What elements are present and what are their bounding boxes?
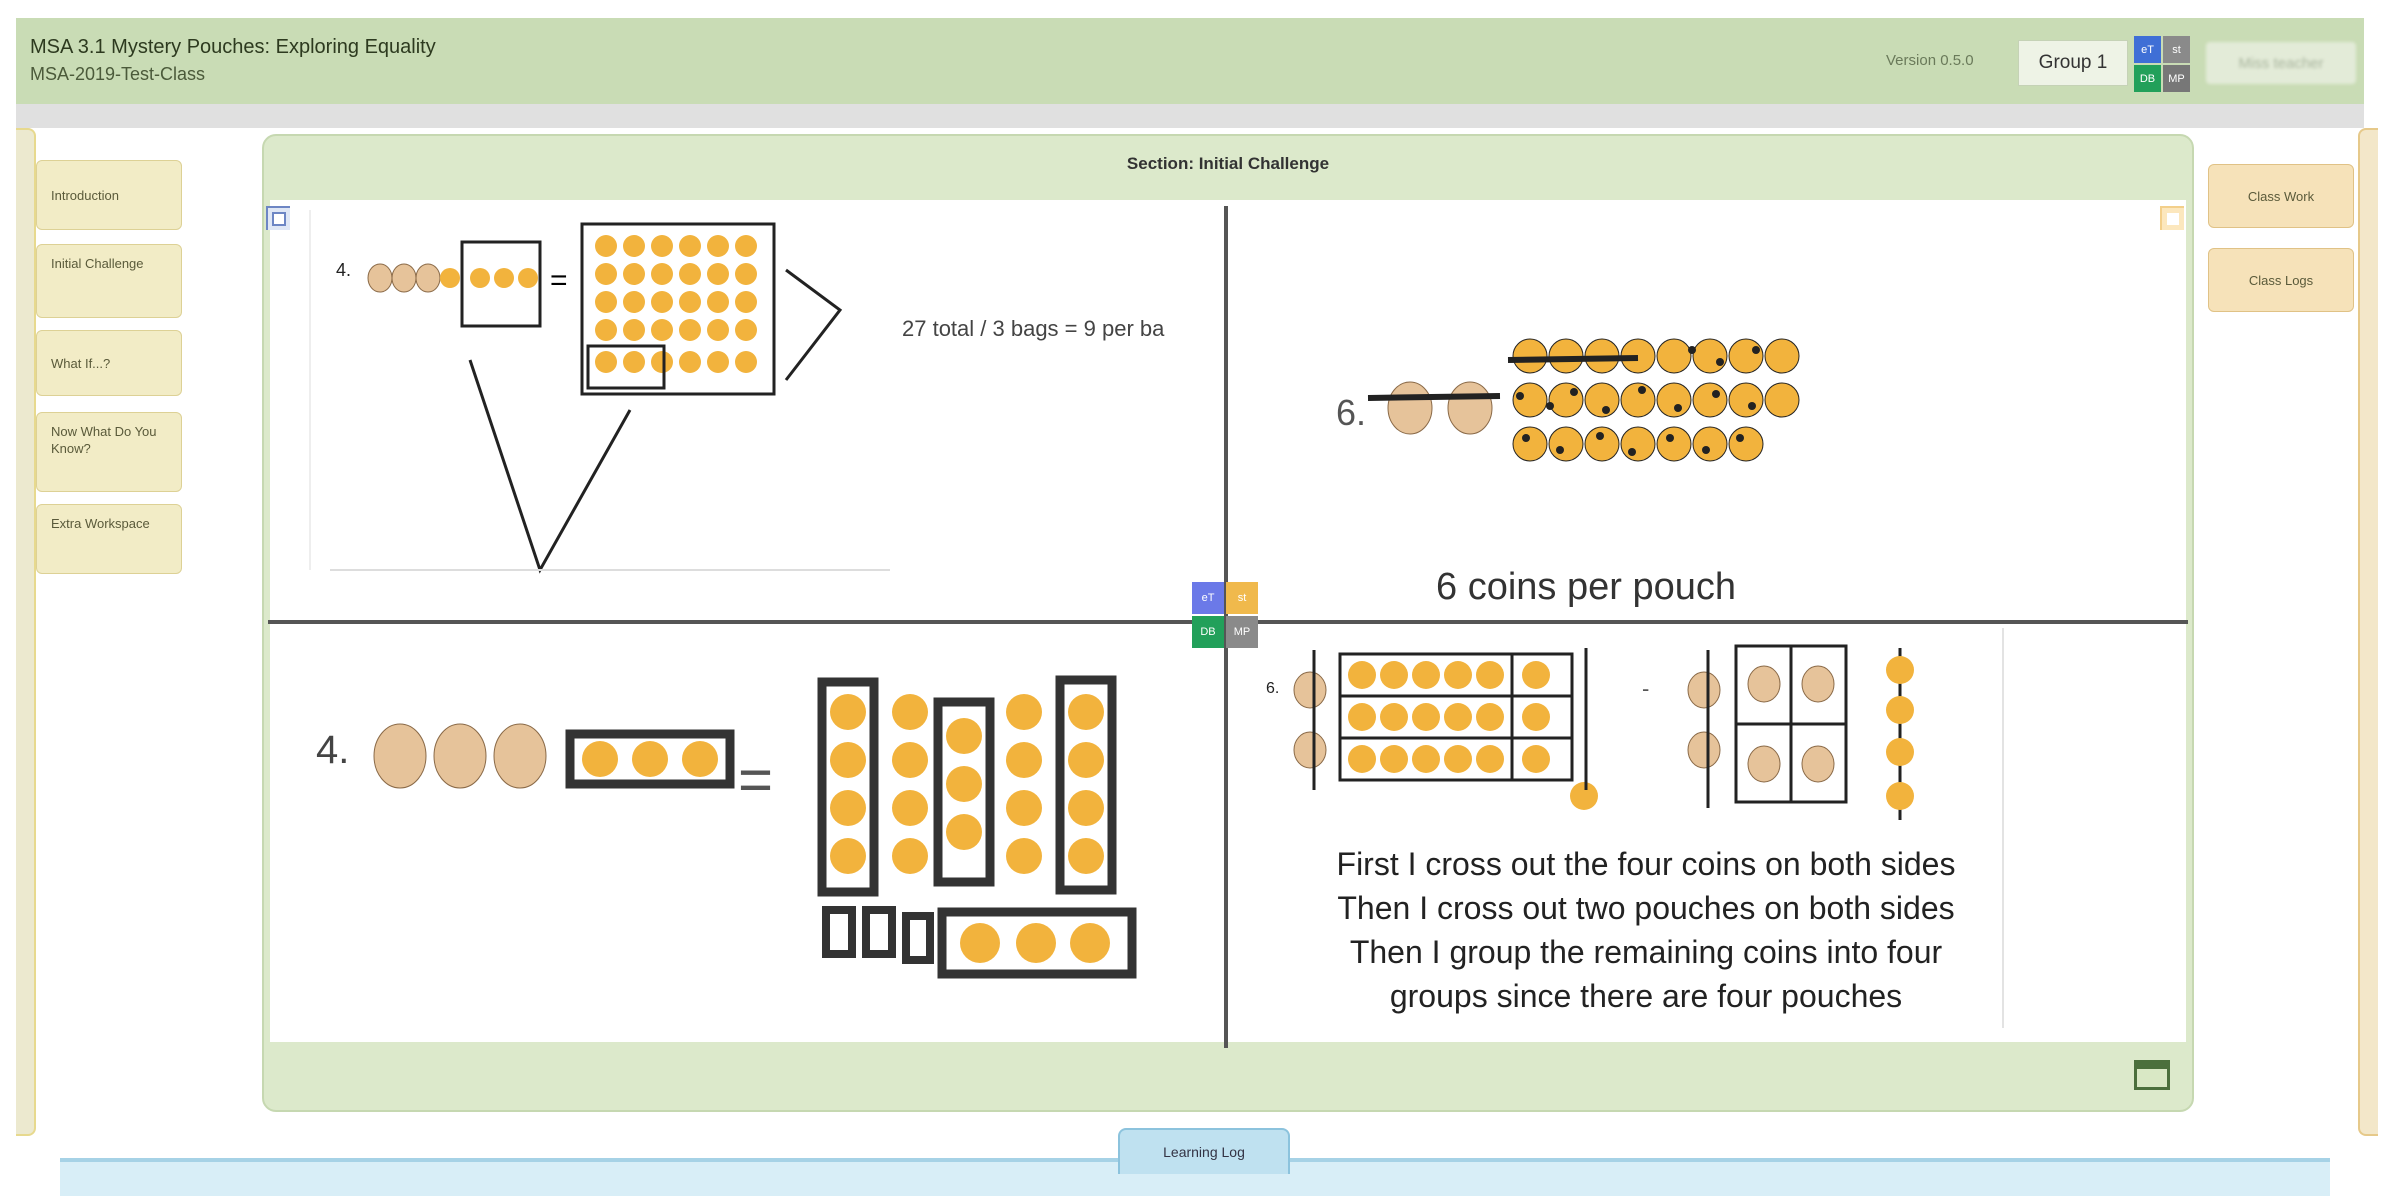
note-text: 27 total / 3 bags = 9 per ba	[902, 316, 1165, 341]
group-button[interactable]: Group 1	[2018, 40, 2128, 86]
note-icon[interactable]	[2160, 206, 2184, 230]
drawing-tile-top-left[interactable]: =	[300, 210, 900, 590]
problem-number: 4.	[336, 260, 352, 280]
pouch-icon	[1687, 671, 1721, 769]
drawing-tile-top-right[interactable]	[1360, 320, 1820, 480]
member-badge: eT	[2134, 36, 2161, 63]
member-badge: DB	[1192, 616, 1224, 648]
member-badge: st	[1226, 582, 1258, 614]
group-members-icon[interactable]: eT st DB MP	[2134, 36, 2190, 92]
activity-title: MSA 3.1 Mystery Pouches: Exploring Equal…	[30, 36, 436, 58]
pouch-icon	[1387, 381, 1493, 435]
tab-extra-workspace[interactable]: Extra Workspace	[36, 504, 182, 574]
problem-number: 6.	[1266, 680, 1280, 697]
header-divider	[16, 104, 2364, 128]
member-badge: MP	[2163, 65, 2190, 92]
drawing-tile-bottom-left[interactable]: =	[360, 660, 1180, 1020]
pouch-icon	[373, 723, 547, 789]
left-nav-rail	[16, 128, 36, 1136]
pouch-icon	[1747, 665, 1835, 783]
svg-text:=: =	[738, 746, 773, 813]
tab-class-logs[interactable]: Class Logs	[2208, 248, 2354, 312]
user-name[interactable]: Miss teacher	[2206, 42, 2356, 84]
version-label: Version 0.5.0	[1886, 52, 1974, 69]
member-badge: MP	[1226, 616, 1258, 648]
pouch-icon	[1293, 671, 1327, 769]
window-icon[interactable]	[2134, 1060, 2170, 1090]
tile-edge	[2002, 628, 2004, 1028]
svg-text:-: -	[1642, 676, 1649, 701]
right-nav-rail	[2358, 128, 2378, 1136]
explanation-line: Then I cross out two pouches on both sid…	[1337, 890, 1955, 926]
group-quadrant-icon[interactable]: eT st DB MP	[1192, 582, 1258, 648]
member-badge: eT	[1192, 582, 1224, 614]
tab-class-work[interactable]: Class Work	[2208, 164, 2354, 228]
tab-now-what[interactable]: Now What Do You Know?	[36, 412, 182, 492]
explanation-line: Then I group the remaining coins into fo…	[1349, 934, 1943, 970]
problem-number: 6.	[1336, 392, 1367, 433]
explanation-line: groups since there are four pouches	[1389, 978, 1903, 1014]
member-badge: DB	[2134, 65, 2161, 92]
tab-initial-challenge[interactable]: Initial Challenge	[36, 244, 182, 318]
drawing-tile-bottom-right[interactable]: -	[1280, 640, 1920, 840]
caption-text: 6 coins per pouch	[1436, 566, 1736, 608]
tab-introduction[interactable]: Introduction	[36, 160, 182, 230]
section-title: Section: Initial Challenge	[1126, 154, 1330, 173]
top-header: MSA 3.1 Mystery Pouches: Exploring Equal…	[16, 18, 2364, 105]
problem-number: 4.	[316, 728, 350, 772]
explanation-text: First I cross out the four coins on both…	[1276, 842, 2016, 1018]
explanation-line: First I cross out the four coins on both…	[1336, 846, 1956, 882]
learning-log-tab[interactable]: Learning Log	[1118, 1128, 1290, 1174]
class-name: MSA-2019-Test-Class	[30, 64, 206, 84]
pouch-icon	[367, 263, 441, 293]
tab-what-if[interactable]: What If...?	[36, 330, 182, 396]
svg-text:=: =	[550, 264, 568, 297]
section-footer	[264, 1048, 2192, 1108]
member-badge: st	[2163, 36, 2190, 63]
copy-icon[interactable]	[266, 206, 290, 230]
